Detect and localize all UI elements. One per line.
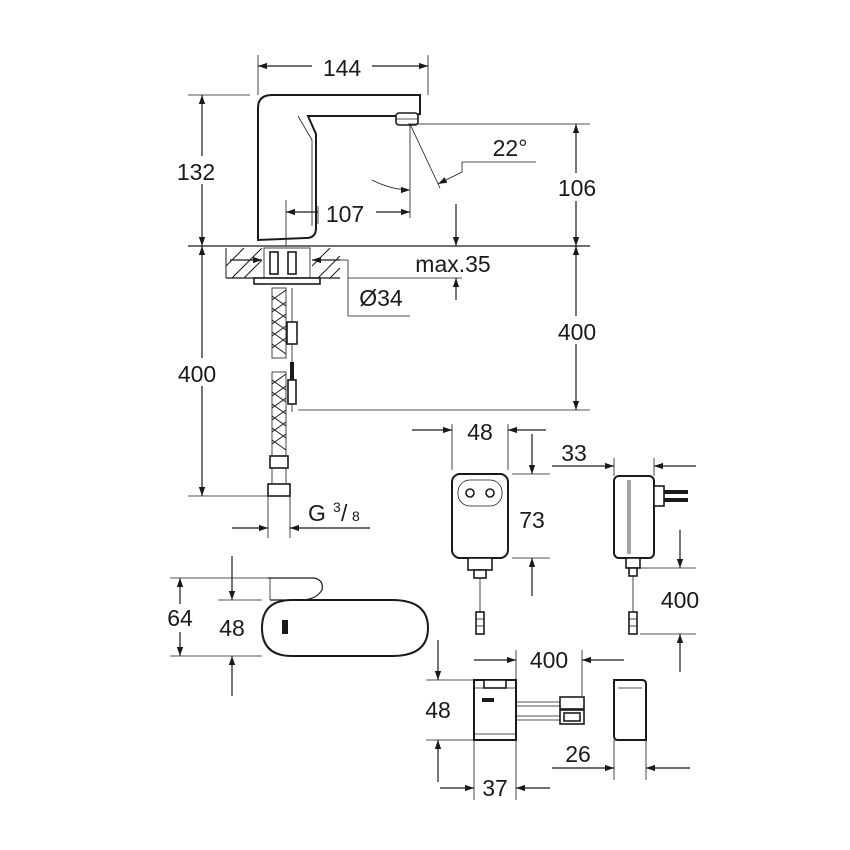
sensor-cable [286,288,298,412]
dim-box-height: 48 [425,697,451,723]
dim-spray-angle: 22° [493,135,528,161]
box-cover-side: 26 [552,679,690,780]
dim-hose-length-right: 400 [558,319,596,345]
dim-box-width: 37 [482,775,508,801]
dim-top-depth: 64 [167,605,193,631]
dim-thread-prefix: G [308,500,326,526]
dim-cover-depth: 26 [565,741,591,767]
faucet-side-view: 144 132 106 22° 107 max.35 [168,52,606,538]
counter-section-right [311,247,341,279]
dim-thread-numerator: 3 [333,499,341,515]
power-adapter-front: 48 73 [412,419,550,635]
power-adapter-side: 33 400 [552,440,710,672]
dim-top-width: 48 [219,615,245,641]
dim-spout-width: 144 [323,55,362,81]
dim-adapter-depth: 33 [561,440,587,466]
dim-hole-diameter: Ø34 [359,285,403,311]
supply-hose [267,287,291,497]
counter-section-left [225,247,263,279]
dim-adapter-cable: 400 [661,587,699,613]
thread-fraction-slash: / [341,500,348,526]
dim-thread-denominator: 8 [352,508,360,524]
dim-adapter-width: 48 [467,419,493,445]
dim-adapter-height: 73 [519,507,545,533]
dim-box-cable: 400 [530,647,568,673]
dim-max-thickness: max.35 [415,251,490,277]
dim-hose-length-left: 400 [178,361,216,387]
dim-faucet-height: 132 [177,159,215,185]
control-box: 400 48 37 [425,640,624,801]
dim-outlet-height: 106 [558,175,596,201]
dim-reach: 107 [326,201,364,227]
faucet-top-view: 64 48 [160,556,430,696]
